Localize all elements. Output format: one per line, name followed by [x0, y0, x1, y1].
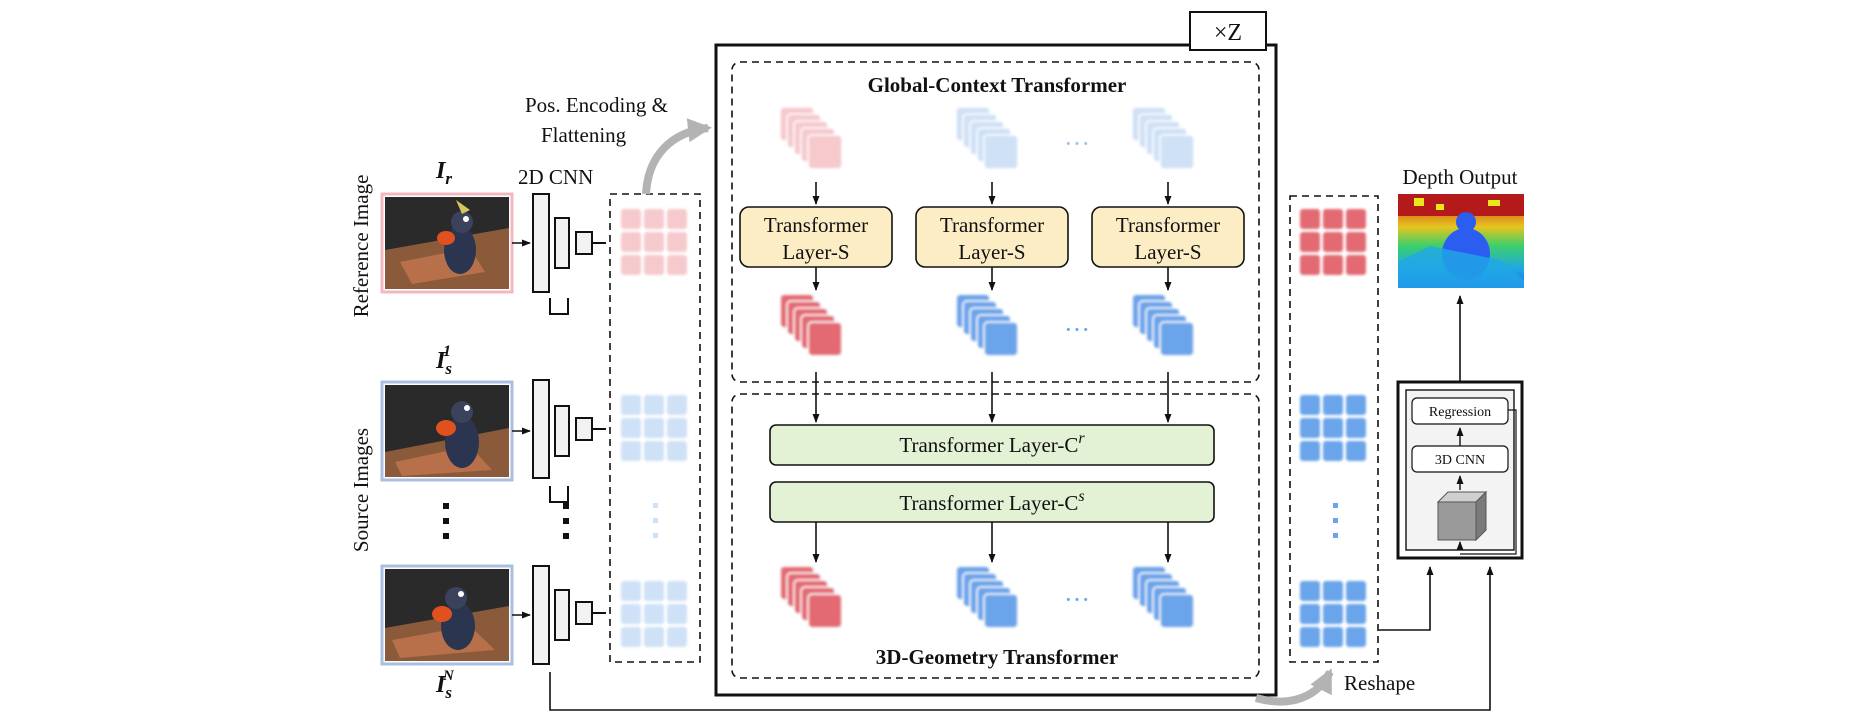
feature-stack-geometry-2 — [955, 565, 1019, 629]
transformer-layer-cs: Transformer Layer-Cs — [769, 481, 1215, 523]
source-image-n — [380, 564, 514, 666]
cnn-2d-source-1 — [532, 379, 606, 503]
ellipsis-bottom: ··· — [1064, 585, 1090, 614]
reshaped-grid-source-n — [1300, 581, 1366, 647]
svg-text:Transformer: Transformer — [764, 213, 868, 237]
flattened-tokens-box — [609, 193, 701, 663]
reshaped-grid-source-1 — [1300, 395, 1366, 461]
reference-image-symbol: Ir — [435, 158, 452, 188]
cnn-2d-reference — [532, 193, 606, 315]
svg-text:Transformer Layer-Cs: Transformer Layer-Cs — [899, 488, 1084, 515]
flattening-label: Flattening — [541, 123, 627, 147]
source-image-n-symbol: IsN — [435, 668, 455, 702]
geometry-title: 3D-Geometry Transformer — [876, 645, 1118, 669]
reshaped-token-grids — [1300, 209, 1366, 647]
svg-text:Layer-S: Layer-S — [958, 240, 1025, 264]
source-image-1-symbol: Is1 — [435, 343, 452, 378]
depth-head-block: Regression 3D CNN — [1396, 380, 1524, 560]
feature-stack-global-2 — [955, 293, 1019, 357]
token-grid-reference — [621, 209, 687, 275]
depth-output-label: Depth Output — [1403, 165, 1518, 189]
feature-stack-global-1 — [779, 293, 843, 357]
reshape-label: Reshape — [1344, 671, 1415, 695]
source-images-label: Source Images — [349, 428, 373, 552]
svg-text:Transformer Layer-Cr: Transformer Layer-Cr — [899, 430, 1085, 457]
cnn-2d-dots — [563, 503, 569, 539]
transformer-layer-s-2: Transformer Layer-S — [915, 206, 1069, 268]
regression-label: Regression — [1429, 405, 1491, 420]
transformer-layer-cr: Transformer Layer-Cr — [769, 424, 1215, 466]
feature-stack-input-3 — [1131, 106, 1195, 170]
ellipsis-top: ··· — [1064, 129, 1090, 158]
feature-stacks — [779, 106, 1195, 629]
ellipsis-middle: ··· — [1064, 315, 1090, 344]
token-grid-dots — [653, 503, 658, 538]
repeat-badge — [1189, 11, 1267, 51]
svg-text:Layer-S: Layer-S — [782, 240, 849, 264]
flattened-token-grids — [621, 209, 687, 647]
token-grid-source-1 — [621, 395, 687, 461]
svg-text:Transformer: Transformer — [940, 213, 1044, 237]
feature-stack-geometry-3 — [1131, 565, 1195, 629]
reshaped-grid-dots — [1333, 503, 1338, 538]
reference-image-label: Reference Image — [349, 175, 373, 318]
cnn-2d-label: 2D CNN — [518, 165, 593, 189]
cnn-3d-label: 3D CNN — [1435, 453, 1485, 468]
feature-stack-input-1 — [779, 106, 843, 170]
source-image-1 — [380, 380, 514, 482]
svg-text:Layer-S: Layer-S — [1134, 240, 1201, 264]
transformer-layer-s-3: Transformer Layer-S — [1091, 206, 1245, 268]
pos-encoding-label: Pos. Encoding & — [525, 93, 668, 117]
reference-image — [380, 192, 514, 294]
reshape-arrow — [1254, 668, 1334, 706]
global-context-title: Global-Context Transformer — [868, 73, 1127, 97]
reshaped-grid-reference — [1300, 209, 1366, 275]
svg-text:Transformer: Transformer — [1116, 213, 1220, 237]
token-grid-source-n — [621, 581, 687, 647]
transformer-block — [714, 43, 1278, 697]
depth-output-image — [1398, 194, 1524, 288]
more-source-images-dots — [443, 503, 449, 539]
feature-stack-input-2 — [955, 106, 1019, 170]
pos-encoding-arrow — [642, 118, 712, 195]
cnn-2d-source-n — [532, 565, 606, 665]
feature-stack-global-3 — [1131, 293, 1195, 357]
feature-stack-geometry-1 — [779, 565, 843, 629]
global-context-box — [731, 61, 1260, 383]
repeat-label: ×Z — [1214, 20, 1242, 46]
transformer-layer-s-1: Transformer Layer-S — [739, 206, 893, 268]
geometry-box — [731, 393, 1260, 679]
cost-volume-cube-icon — [1436, 490, 1488, 542]
